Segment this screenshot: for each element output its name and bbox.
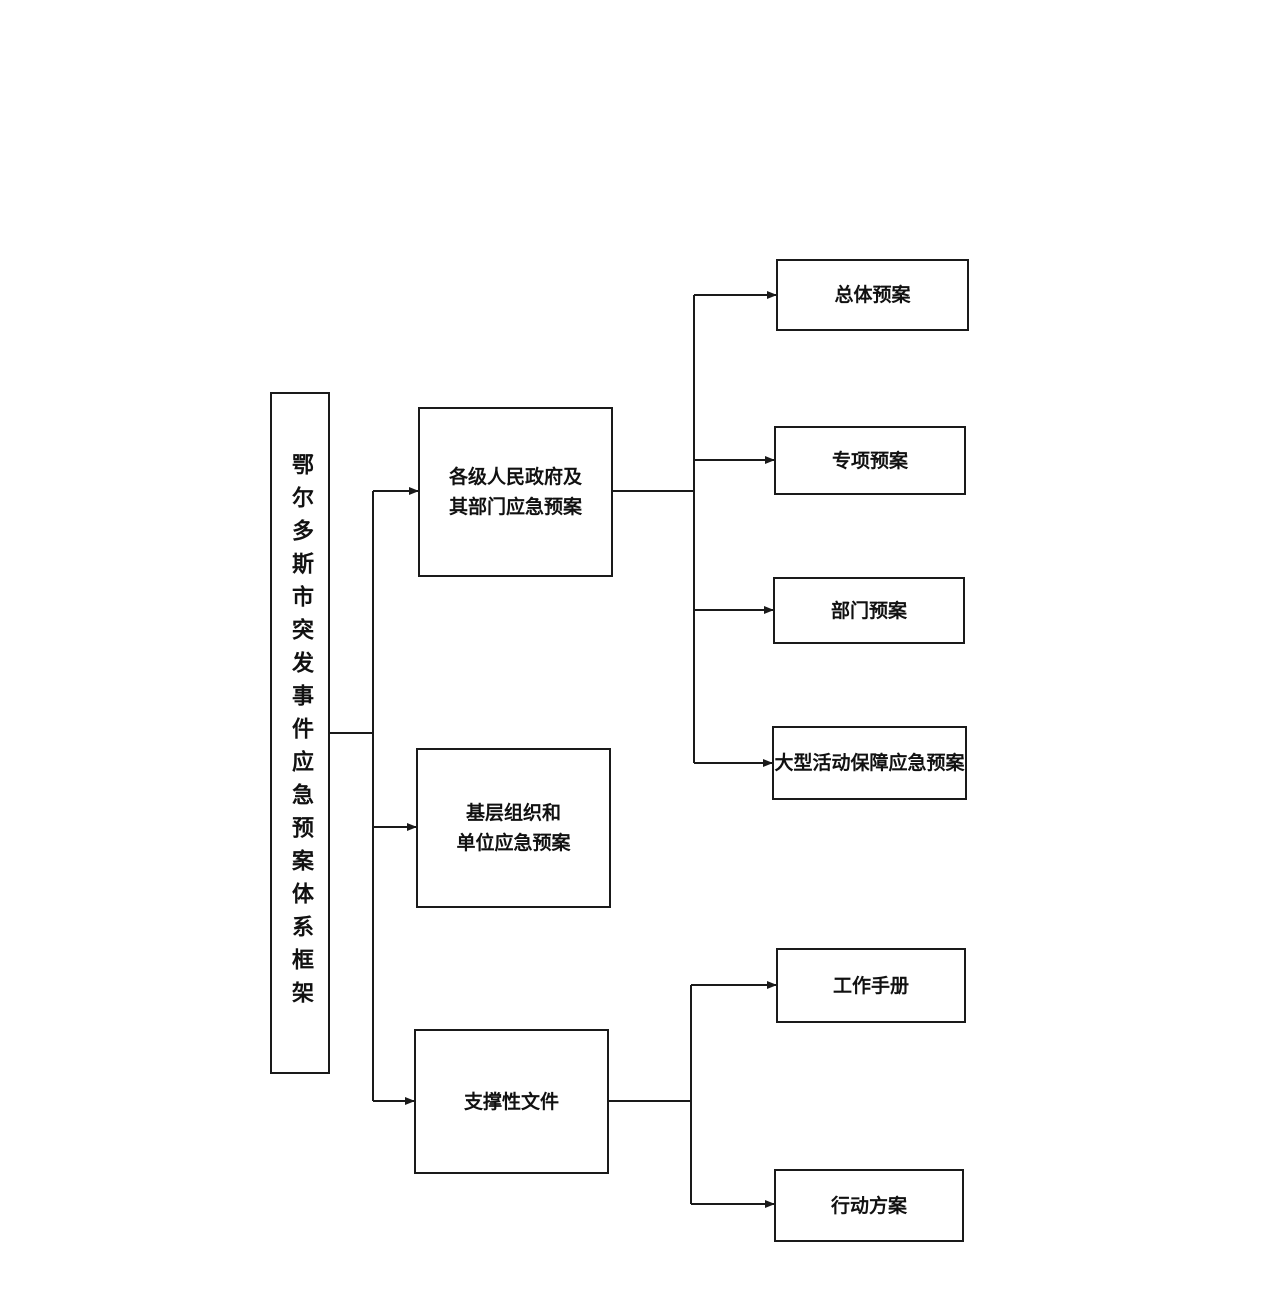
- supporting-docs-box: 支撑性文件: [414, 1029, 609, 1174]
- gov-plans-box: 各级人民政府及 其部门应急预案: [418, 407, 613, 577]
- department-plan-box: 部门预案: [773, 577, 965, 644]
- special-plan-label: 专项预案: [831, 449, 908, 472]
- handbook-label: 工作手册: [832, 974, 909, 997]
- supporting-docs-label: 支撑性文件: [463, 1090, 559, 1113]
- event-support-plan-label: 大型活动保障应急预案: [774, 752, 965, 774]
- gov-plans-label: 各级人民政府及 其部门应急预案: [448, 466, 582, 518]
- handbook-box: 工作手册: [776, 948, 966, 1023]
- action-plan-box: 行动方案: [774, 1169, 964, 1242]
- special-plan-box: 专项预案: [774, 426, 966, 495]
- overall-plan-box: 总体预案: [776, 259, 969, 331]
- action-plan-label: 行动方案: [830, 1194, 907, 1217]
- overall-plan-label: 总体预案: [834, 284, 911, 306]
- department-plan-label: 部门预案: [830, 599, 907, 622]
- grassroots-plans-box: 基层组织和 单位应急预案: [416, 748, 611, 908]
- event-support-plan-box: 大型活动保障应急预案: [772, 726, 967, 800]
- root-framework-box: 鄂尔多斯市突发事件应急预案体系框架: [270, 392, 330, 1074]
- grassroots-plans-label: 基层组织和 单位应急预案: [456, 802, 571, 854]
- root-framework-label: 鄂尔多斯市突发事件应急预案体系框架: [288, 452, 313, 1014]
